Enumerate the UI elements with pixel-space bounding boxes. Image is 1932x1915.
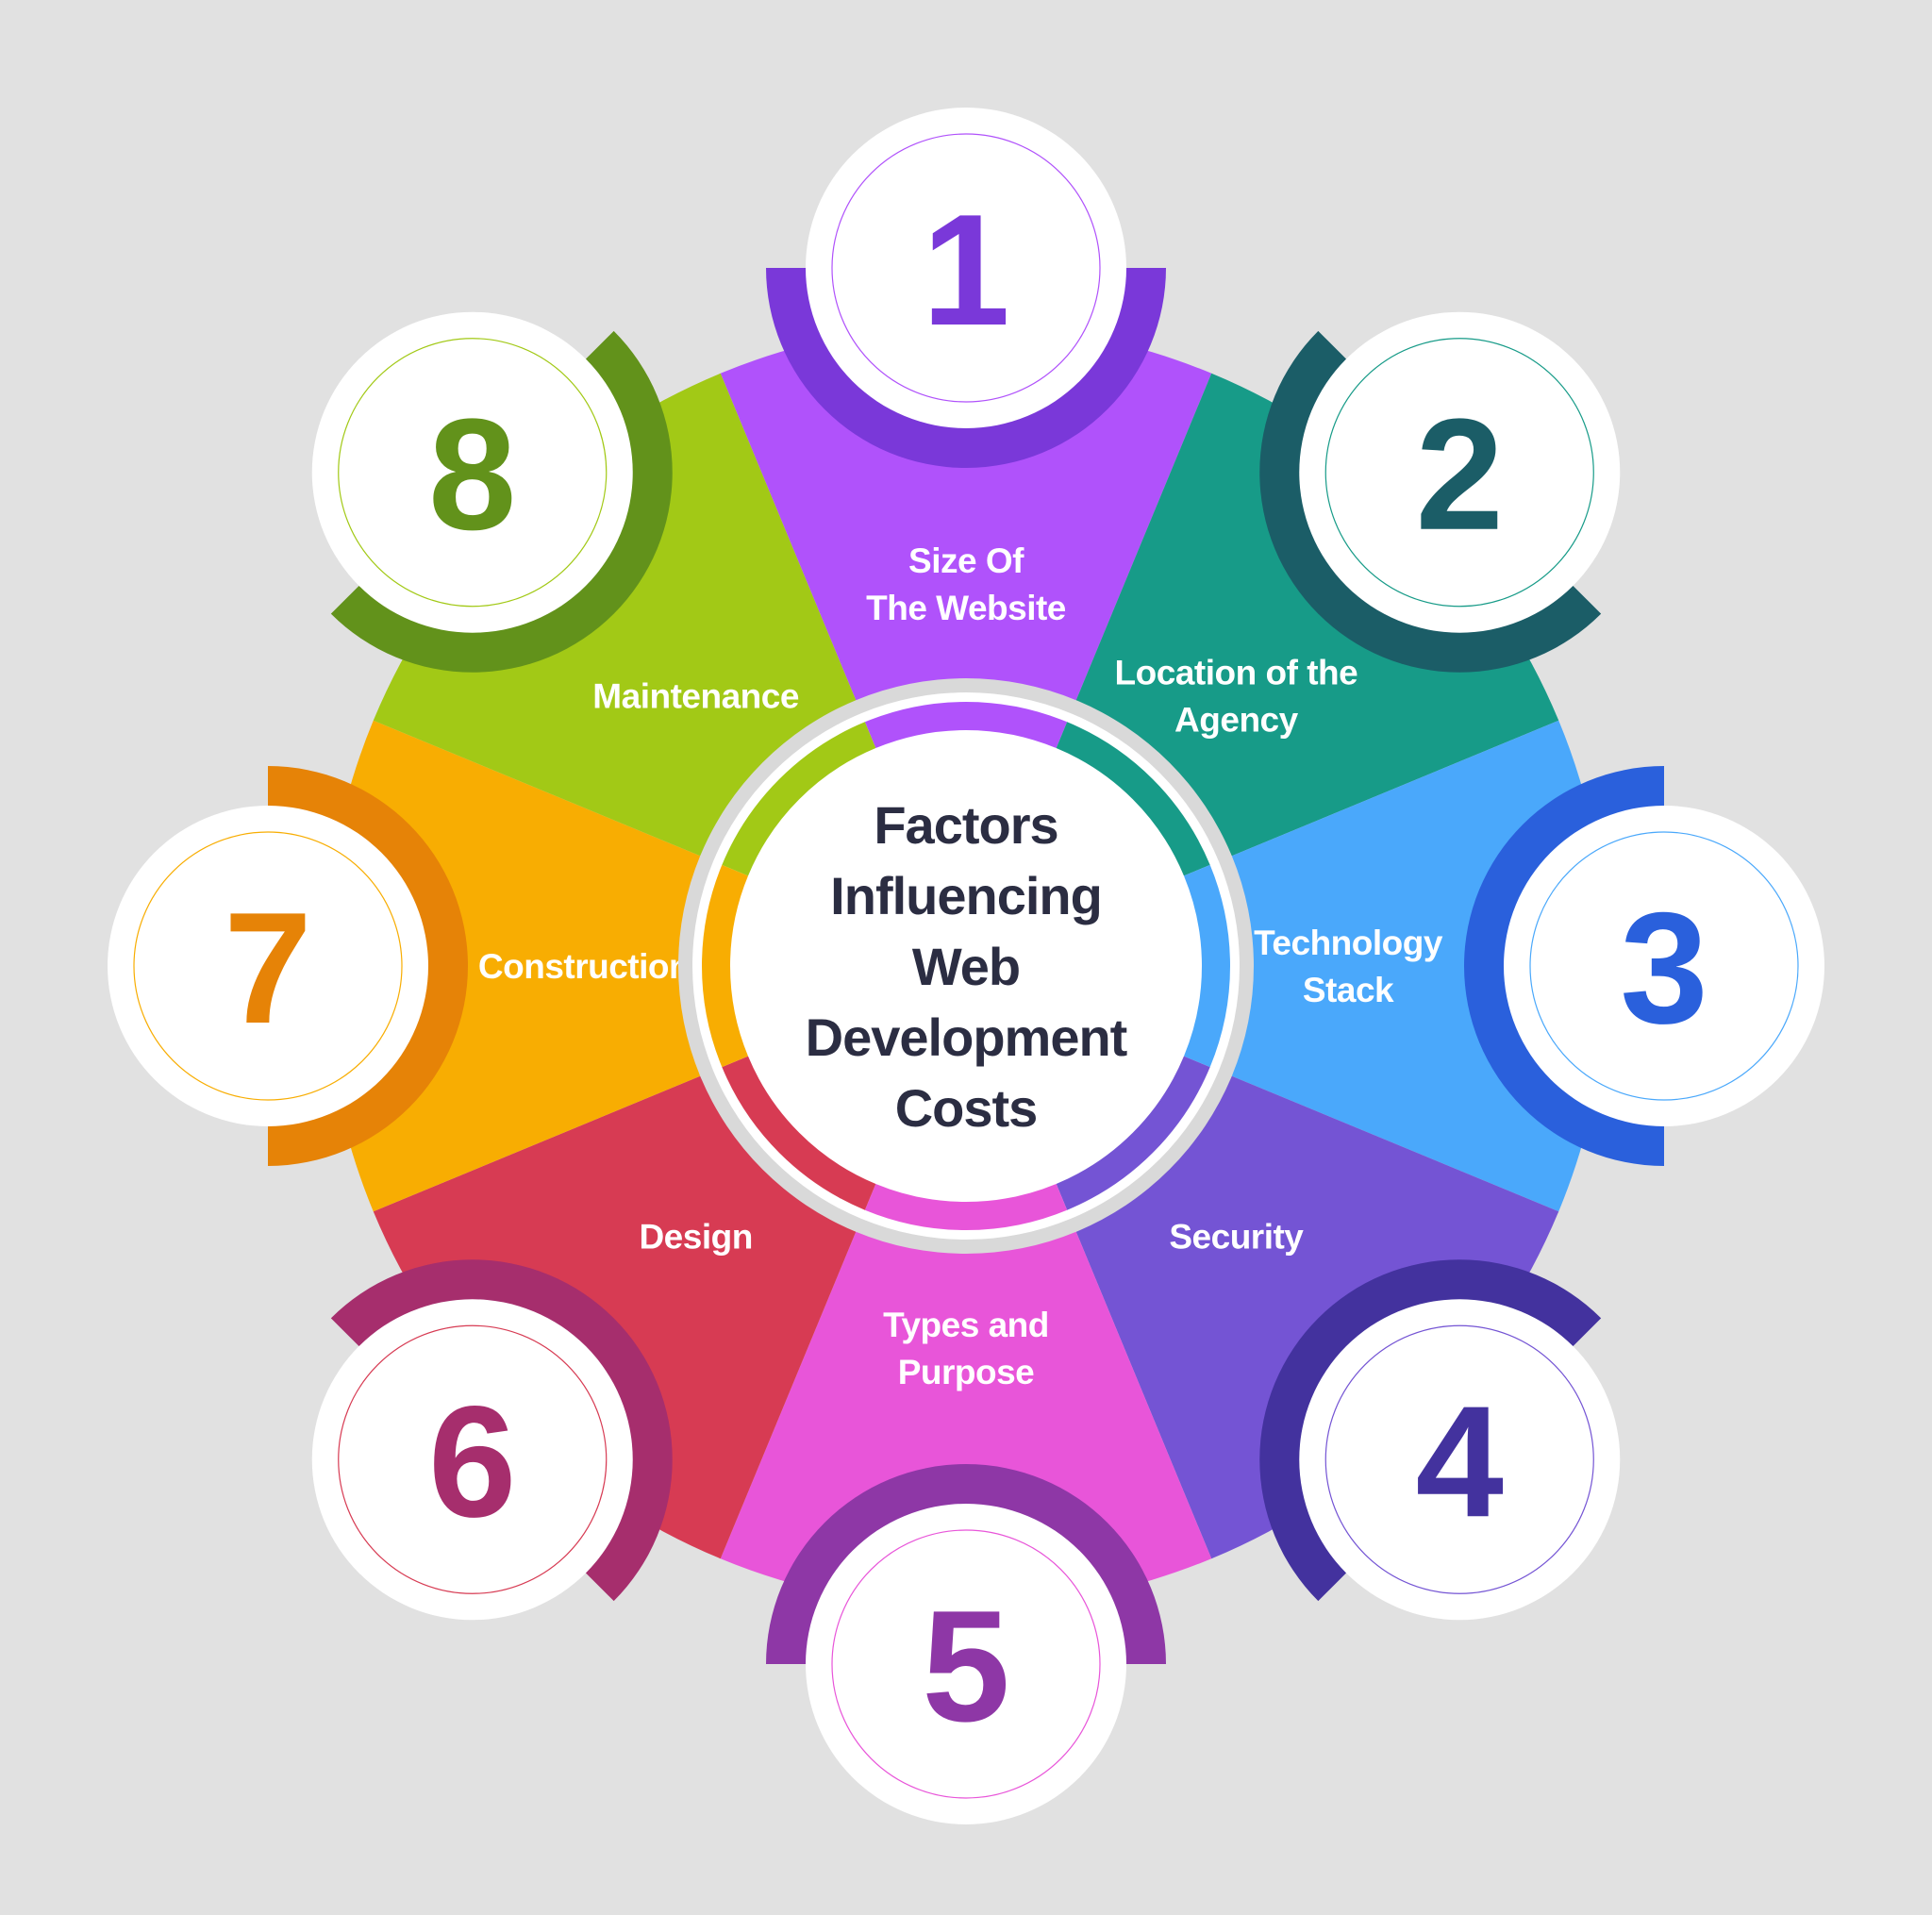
factor-number-6: 6: [428, 1373, 516, 1550]
factor-label-line: Location of the: [1115, 654, 1358, 692]
title-line: Web: [912, 937, 1020, 996]
hub-ring-segment-7: [702, 864, 749, 1068]
badge-circle: [311, 1299, 633, 1621]
factor-label-line: The Website: [866, 589, 1066, 627]
hub-ring-segment-1: [864, 702, 1068, 749]
badge-circle: [1299, 1299, 1621, 1621]
badge-circle: [806, 108, 1126, 428]
factor-label-1: Size Of The Website: [866, 541, 1066, 627]
hub-ring-segment-2: [1056, 722, 1210, 876]
factor-label-6: Design: [639, 1217, 752, 1256]
badge-inner-ring: [1529, 831, 1799, 1101]
factor-label-line: Technology: [1254, 924, 1443, 962]
segment-1: [720, 325, 1212, 966]
factor-label-line: Design: [639, 1217, 752, 1256]
badge-circle: [806, 1504, 1126, 1824]
factor-label-8: Maintenance: [592, 677, 799, 716]
title-line: Development: [806, 1007, 1127, 1067]
number-badge-8: 8: [311, 311, 633, 633]
factor-label-line: Size Of: [908, 541, 1024, 580]
factor-label-7: Construction: [478, 947, 690, 986]
badge-circle: [108, 806, 428, 1126]
number-badges: 1 2 3 4 5 6 7 8: [108, 108, 1824, 1824]
badge-inner-ring: [1324, 1324, 1594, 1594]
number-badge-7: 7: [108, 806, 428, 1126]
factor-number-5: 5: [922, 1577, 1009, 1755]
factor-label-line: Security: [1169, 1217, 1304, 1256]
factor-label-line: Construction: [478, 947, 690, 986]
title-line: Factors: [874, 795, 1058, 855]
title-line: Costs: [895, 1078, 1038, 1138]
segment-7: [325, 720, 966, 1212]
badge-inner-ring: [1324, 338, 1594, 608]
badge-inner-ring: [831, 133, 1101, 403]
factor-number-3: 3: [1620, 879, 1707, 1057]
number-badge-6: 6: [311, 1299, 633, 1621]
factor-number-4: 4: [1416, 1373, 1504, 1550]
badge-inner-ring: [338, 1324, 608, 1594]
hub-ring-segment-6: [722, 1056, 876, 1210]
segment-3: [966, 720, 1607, 1212]
badge-circle: [311, 311, 633, 633]
hub-disc: [743, 743, 1189, 1189]
badge-circle: [1299, 311, 1621, 633]
factor-label-line: Purpose: [898, 1353, 1035, 1391]
number-badge-5: 5: [806, 1504, 1126, 1824]
hub-ring-segment-8: [722, 722, 876, 876]
factor-number-7: 7: [224, 879, 311, 1057]
factor-number-2: 2: [1416, 386, 1504, 563]
factor-label-4: Security: [1169, 1217, 1304, 1256]
segment-5: [720, 966, 1212, 1607]
hub-ring-segment-4: [1056, 1056, 1210, 1210]
hub-ring-segment-3: [1183, 864, 1230, 1068]
badge-inner-ring: [338, 338, 608, 608]
number-badge-1: 1: [806, 108, 1126, 428]
factor-number-8: 8: [428, 386, 516, 563]
title-line: Influencing: [830, 866, 1102, 925]
factor-label-line: Maintenance: [592, 677, 799, 716]
number-badge-3: 3: [1504, 806, 1824, 1126]
number-badge-2: 2: [1299, 311, 1621, 633]
factor-label-line: Stack: [1303, 971, 1394, 1009]
badge-circle: [1504, 806, 1824, 1126]
badge-inner-ring: [133, 831, 403, 1101]
number-badge-4: 4: [1299, 1299, 1621, 1621]
factor-label-line: Types and: [883, 1306, 1049, 1344]
hub-ring-segment-5: [864, 1183, 1068, 1230]
badge-inner-ring: [831, 1529, 1101, 1799]
factor-label-line: Agency: [1174, 701, 1299, 740]
factor-number-1: 1: [922, 181, 1009, 358]
